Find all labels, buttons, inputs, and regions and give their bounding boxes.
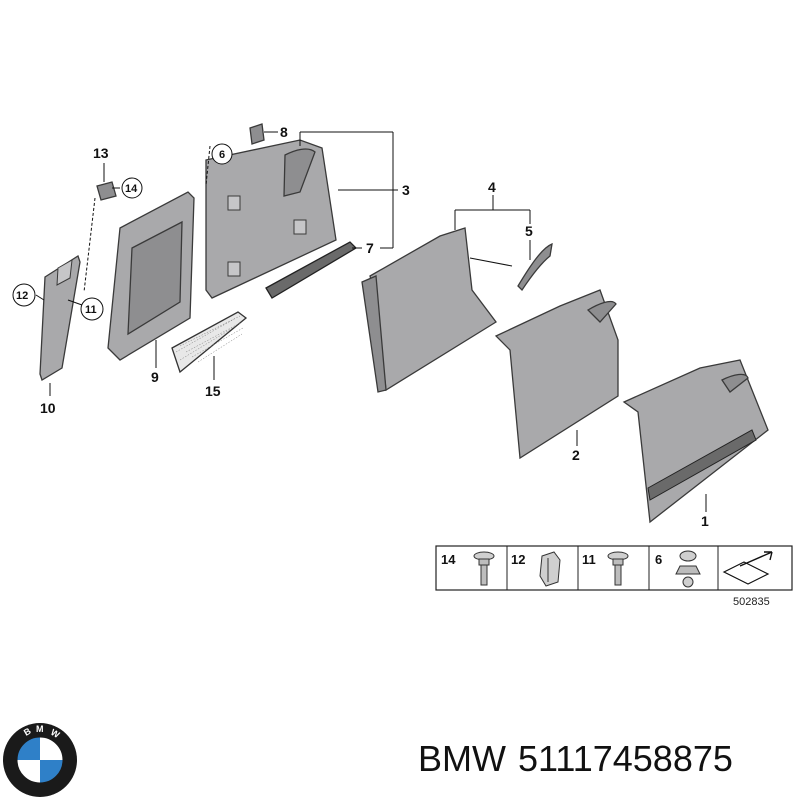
callout-8: 8 — [280, 124, 288, 140]
screw-11-icon — [607, 551, 629, 586]
callout-11: 11 — [85, 304, 97, 316]
callout-14: 14 — [125, 183, 138, 195]
part-5-trim — [517, 242, 553, 292]
clip-12-icon — [539, 551, 561, 587]
part-number: 51117458875 — [517, 738, 733, 779]
callout-3: 3 — [402, 182, 410, 198]
svg-text:M: M — [36, 724, 44, 734]
brand-name: BMW — [418, 738, 506, 779]
callout-2: 2 — [572, 447, 580, 463]
part-4-panel — [361, 227, 497, 393]
callout-15: 15 — [205, 383, 221, 399]
callout-11-circle — [80, 297, 104, 321]
callout-1: 1 — [701, 513, 709, 529]
callout-12: 12 — [16, 290, 28, 302]
callout-4: 4 — [488, 179, 496, 195]
callout-13: 13 — [93, 145, 109, 161]
clip-6-icon — [675, 550, 701, 588]
direction-arrow-icon — [722, 551, 773, 585]
table-cell-label-11: 11 — [582, 552, 596, 567]
svg-text:B: B — [22, 726, 33, 738]
leader-lines — [35, 131, 707, 512]
part-8-clip — [249, 123, 265, 145]
callout-12-circle — [12, 283, 36, 307]
part-3-main-panel — [205, 139, 337, 299]
table-cell-label-14: 14 — [441, 552, 456, 567]
fastener-table: 14 12 11 6 50283 — [435, 545, 793, 608]
part-10-trim-strip — [39, 255, 81, 381]
part-13-clip — [96, 181, 117, 201]
table-cell-label-6: 6 — [655, 552, 662, 567]
bmw-logo: B M W — [3, 723, 77, 797]
part-2-panel — [494, 289, 619, 460]
callout-7: 7 — [366, 240, 374, 256]
part-1-panel — [622, 359, 769, 524]
part-9-storage-panel — [107, 191, 195, 361]
table-cell-label-12: 12 — [511, 552, 525, 567]
screw-14-icon — [473, 551, 495, 586]
callout-6: 6 — [219, 149, 225, 161]
part-15-net — [171, 311, 248, 374]
callout-10: 10 — [40, 400, 56, 416]
callout-6-circle — [211, 143, 233, 165]
brand-caption: BMW 51117458875 — [418, 738, 733, 780]
callout-5: 5 — [525, 223, 533, 239]
callout-14-circle — [121, 177, 143, 199]
callouts: 13 14 6 8 3 7 12 11 10 9 15 4 5 2 1 — [12, 124, 709, 529]
callout-9: 9 — [151, 369, 159, 385]
diagram-ref-number: 502835 — [733, 596, 770, 608]
